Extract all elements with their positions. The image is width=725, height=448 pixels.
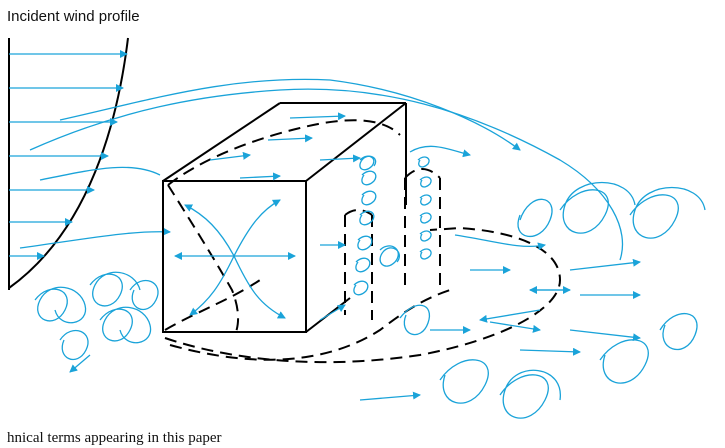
- vortex-loop: [35, 287, 86, 322]
- ground-wake-line: [170, 290, 450, 360]
- roof-arrow: [210, 155, 250, 160]
- wake-arrow: [520, 350, 580, 352]
- surface-flow: [175, 116, 360, 318]
- front-separation-line: [165, 280, 260, 330]
- surface-arrow: [234, 200, 280, 256]
- wake-loop: [600, 340, 648, 383]
- profile-curve: [9, 38, 128, 288]
- upstream-vortices: [35, 272, 158, 372]
- roof-arrow: [320, 158, 360, 160]
- roof-arrow: [290, 116, 345, 118]
- cube-edge: [306, 103, 406, 181]
- roof-separation-line: [168, 120, 400, 185]
- wake-arrow: [490, 322, 540, 330]
- wake-loop: [400, 305, 429, 334]
- wake-loop: [500, 370, 560, 418]
- wake-loop: [518, 199, 552, 236]
- vortex-loop: [130, 281, 158, 310]
- vortex-coil: [418, 157, 431, 259]
- building-cube: [163, 103, 406, 332]
- wind-profile: [9, 38, 128, 290]
- cube-edge: [163, 103, 280, 181]
- wake-loop: [660, 314, 697, 350]
- wake-column-left: [345, 210, 372, 320]
- wake-loop: [440, 360, 488, 403]
- roof-arrow: [268, 138, 312, 140]
- horseshoe-vortex-line: [165, 228, 560, 362]
- streamline: [20, 232, 170, 248]
- wake-flow: [360, 183, 705, 419]
- vortex-loop: [60, 331, 88, 360]
- wake-arrow: [570, 330, 640, 338]
- surface-arrow: [190, 256, 234, 315]
- wake-arrow: [360, 395, 420, 400]
- wake-arrow: [410, 146, 470, 155]
- vortex-coil: [380, 246, 399, 266]
- streamline: [40, 167, 160, 180]
- wake-arrow: [480, 310, 540, 320]
- vortex-loop: [100, 307, 151, 342]
- roof-arrow: [240, 176, 280, 178]
- wake-arrow: [320, 305, 345, 320]
- wake-arrow: [570, 262, 640, 270]
- caption-text: hnical terms appearing in this paper: [7, 430, 222, 447]
- surface-arrow: [185, 205, 234, 256]
- side-vortices: [320, 146, 545, 320]
- surface-arrow: [234, 256, 285, 318]
- wake-loop: [630, 188, 705, 239]
- separation-lines: [165, 120, 560, 362]
- wake-loop: [560, 183, 635, 234]
